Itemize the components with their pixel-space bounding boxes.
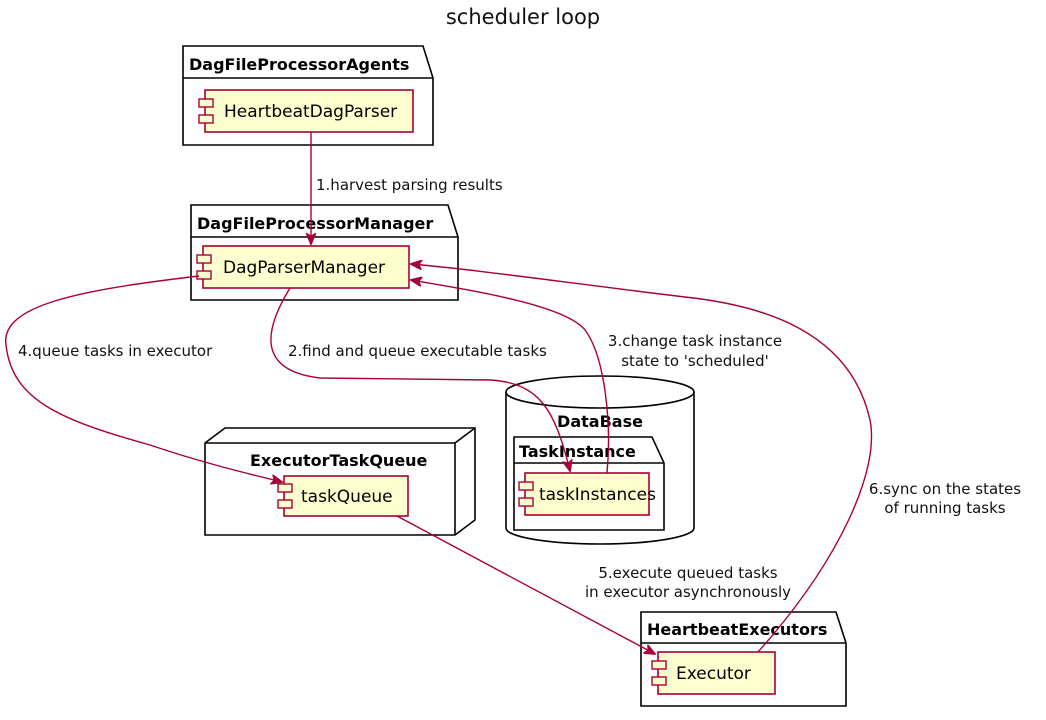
component-taskinstances[interactable]: taskInstances xyxy=(518,472,656,516)
component-dagparsermanager-label: DagParserManager xyxy=(223,258,385,278)
component-executor[interactable]: Executor xyxy=(651,651,776,695)
database-database-label: DataBase xyxy=(557,412,643,431)
edge-4 xyxy=(5,275,282,482)
node-executortaskqueue-label: ExecutorTaskQueue xyxy=(250,451,428,470)
edge-2-label: 2.find and queue executable tasks xyxy=(288,342,547,360)
edge-6-label-line1: 6.sync on the states xyxy=(869,480,1021,498)
edge-3 xyxy=(411,280,610,474)
edge-5-label-line1: 5.execute queued tasks xyxy=(598,564,777,582)
diagram-title: scheduler loop xyxy=(446,5,600,29)
edge-3-label-line1: 3.change task instance xyxy=(608,332,782,350)
component-heartbeatdagparser[interactable]: HeartbeatDagParser xyxy=(198,89,414,133)
package-dagfileprocessormanager-label: DagFileProcessorManager xyxy=(197,214,433,233)
component-executor-label: Executor xyxy=(676,664,751,684)
edge-5-label-line2: in executor asynchronously xyxy=(585,583,791,601)
package-heartbeatexecutors-label: HeartbeatExecutors xyxy=(647,620,827,639)
edge-1-label: 1.harvest parsing results xyxy=(316,176,503,194)
edge-6-label-line2: of running tasks xyxy=(884,499,1005,517)
component-dagparsermanager[interactable]: DagParserManager xyxy=(196,245,410,289)
component-taskqueue-label: taskQueue xyxy=(301,487,393,507)
package-dagfileprocessoragents-label: DagFileProcessorAgents xyxy=(189,55,409,74)
edge-3-label-line2: state to 'scheduled' xyxy=(621,352,769,370)
edge-6 xyxy=(411,264,873,653)
edge-4-label: 4.queue tasks in executor xyxy=(18,342,213,360)
component-taskinstances-label: taskInstances xyxy=(539,485,656,505)
edge-5 xyxy=(396,515,655,654)
package-taskinstance-label: TaskInstance xyxy=(519,442,636,461)
edge-2 xyxy=(270,287,570,471)
component-heartbeatdagparser-label: HeartbeatDagParser xyxy=(224,102,397,122)
component-taskqueue[interactable]: taskQueue xyxy=(277,475,409,517)
